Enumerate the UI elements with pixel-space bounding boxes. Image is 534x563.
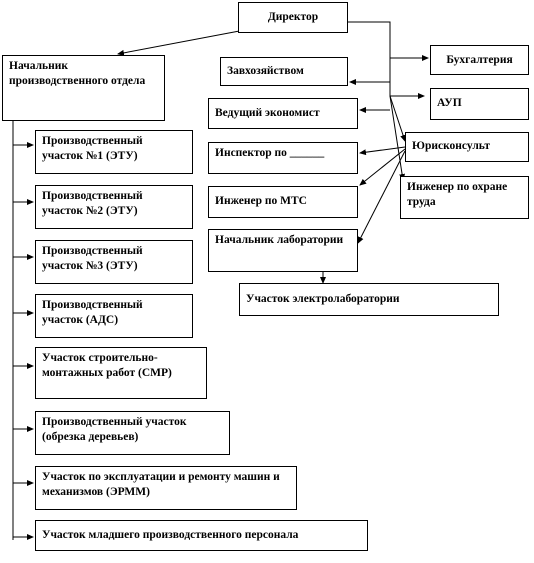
edge-to-legal	[389, 95, 406, 142]
node-head-lab: Начальник лаборатории	[208, 229, 358, 272]
node-site-trees: Производственный участок (обрезка деревь…	[35, 411, 230, 455]
edge-to-safety	[389, 95, 406, 181]
node-legal: Юрисконсульт	[405, 132, 529, 162]
node-engineer-mts: Инженер по МТС	[208, 186, 358, 218]
edge-legal-lab	[357, 150, 406, 244]
edge-legal-inspector	[359, 146, 406, 156]
node-site-junior: Участок младшего производственного персо…	[35, 520, 368, 551]
node-site-ermm: Участок по эксплуатации и ремонту машин …	[35, 466, 297, 510]
node-site-2: Производственный участок №2 (ЭТУ)	[35, 185, 193, 229]
node-aup: АУП	[430, 88, 529, 120]
node-director: Директор	[238, 2, 348, 33]
edge-director-trunk	[347, 21, 425, 99]
node-inspector: Инспектор по ______	[208, 142, 358, 174]
edge-legal-mts	[359, 148, 406, 186]
node-lab-site: Участок электролаборатории	[239, 283, 499, 316]
node-site-smr: Участок строительно-монтажных работ (СМР…	[35, 347, 207, 399]
node-accounting: Бухгалтерия	[430, 45, 529, 75]
node-site-1: Производственный участок №1 (ЭТУ)	[35, 130, 193, 174]
edge-director-head	[117, 28, 251, 56]
node-site-3: Производственный участок №3 (ЭТУ)	[35, 240, 193, 284]
node-supply: Завхозяйством	[220, 57, 348, 86]
node-site-ads: Производственный участок (АДС)	[35, 294, 193, 338]
node-lead-economist: Ведущий экономист	[208, 98, 358, 129]
node-head-production: Начальник производственного отдела	[2, 55, 165, 121]
node-safety-engineer: Инженер по охране труда	[400, 176, 529, 219]
